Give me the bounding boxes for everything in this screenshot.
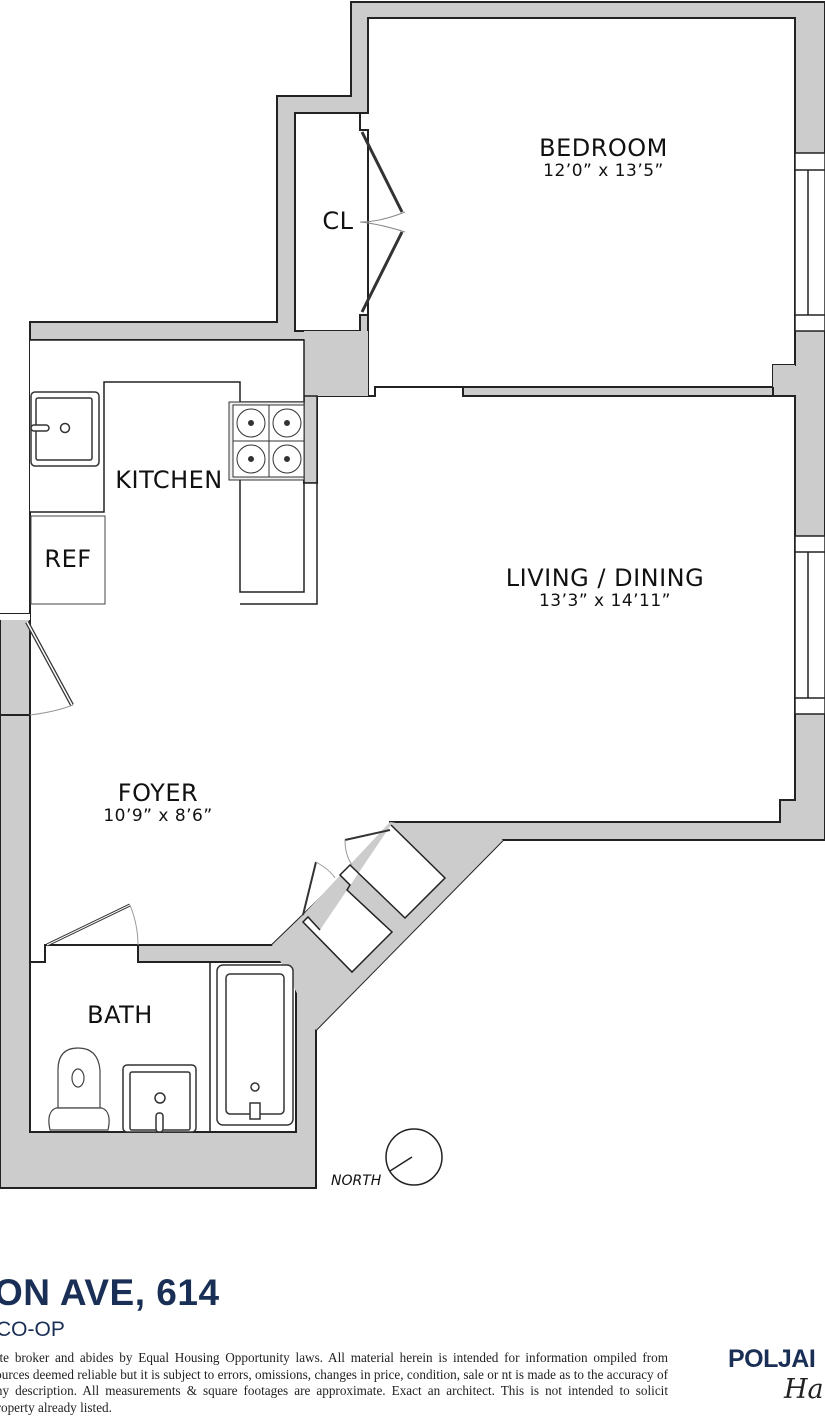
bedroom-window: [794, 152, 825, 332]
foyer-label: FOYER 10’9” x 8’6”: [98, 780, 218, 826]
kitchen-label: KITCHEN: [115, 466, 223, 494]
living-window: [794, 535, 825, 715]
bath-sink: [122, 1064, 197, 1133]
listing-type: CO-OP: [0, 1318, 65, 1341]
north-compass-icon: [385, 1128, 443, 1186]
living-dining-name: LIVING / DINING: [505, 564, 705, 592]
brand-logo-script: Ha: [784, 1374, 824, 1405]
bathtub: [216, 964, 294, 1126]
foyer-name: FOYER: [117, 779, 199, 807]
north-label: NORTH: [331, 1173, 382, 1189]
listing-title: ON AVE, 614: [0, 1272, 220, 1313]
brand-logo: POLJAI: [728, 1345, 816, 1373]
closet-label: CL: [322, 207, 354, 235]
toilet: [48, 1047, 110, 1131]
bedroom-dims: 12’0” x 13’5”: [543, 161, 664, 181]
living-dining-label: LIVING / DINING 13’3” x 14’11”: [498, 565, 712, 611]
bedroom-area: [359, 17, 796, 397]
stove: [228, 401, 305, 481]
bath-label: BATH: [87, 1001, 153, 1029]
hall-closets: [272, 822, 503, 1030]
bedroom-label: BEDROOM 12’0” x 13’5”: [537, 135, 670, 181]
foyer-dims: 10’9” x 8’6”: [103, 806, 213, 826]
refrigerator-label: REF: [44, 545, 92, 573]
legal-disclaimer: tate broker and abides by Equal Housing …: [0, 1350, 668, 1415]
kitchen-counter: [30, 339, 318, 605]
closet-door: [360, 131, 404, 313]
refrigerator: [30, 515, 106, 605]
kitchen-sink: [30, 391, 100, 467]
bath-door: [46, 903, 139, 947]
bedroom-name: BEDROOM: [539, 134, 668, 162]
living-dining-dims: 13’3” x 14’11”: [538, 591, 671, 611]
entry-door: [25, 621, 74, 716]
